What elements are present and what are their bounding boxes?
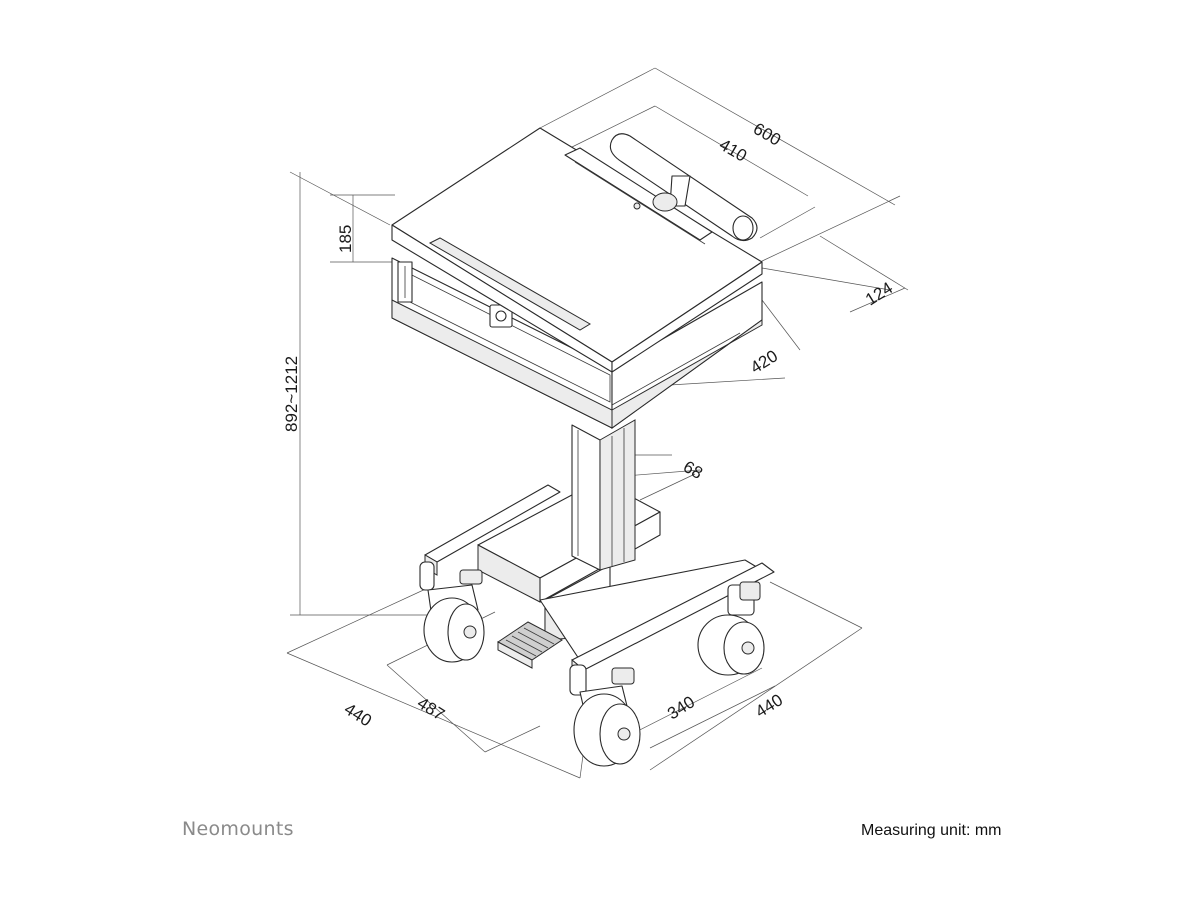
dim-height-range: 892~1212 xyxy=(282,356,301,432)
dim-base-inner-width: 340 xyxy=(664,692,698,723)
foot-pedal xyxy=(497,621,563,669)
dim-top-width: 600 xyxy=(750,119,784,150)
handle-bar xyxy=(609,133,758,242)
base-frame xyxy=(424,479,775,687)
caster-rear-left xyxy=(419,561,485,663)
caster-rear-right xyxy=(697,581,765,676)
brand-logo: Neomounts xyxy=(182,818,294,840)
lift-column xyxy=(571,419,636,571)
caster-front xyxy=(569,664,641,767)
dim-base-left-depth: 440 xyxy=(341,699,375,730)
drawer-housing xyxy=(391,257,763,429)
measuring-unit-label: Measuring unit: mm xyxy=(861,822,1002,839)
dim-top-height: 185 xyxy=(336,225,355,253)
work-surface xyxy=(391,127,763,373)
dim-top-depth: 420 xyxy=(747,346,781,377)
dim-handle-width: 410 xyxy=(716,135,750,166)
